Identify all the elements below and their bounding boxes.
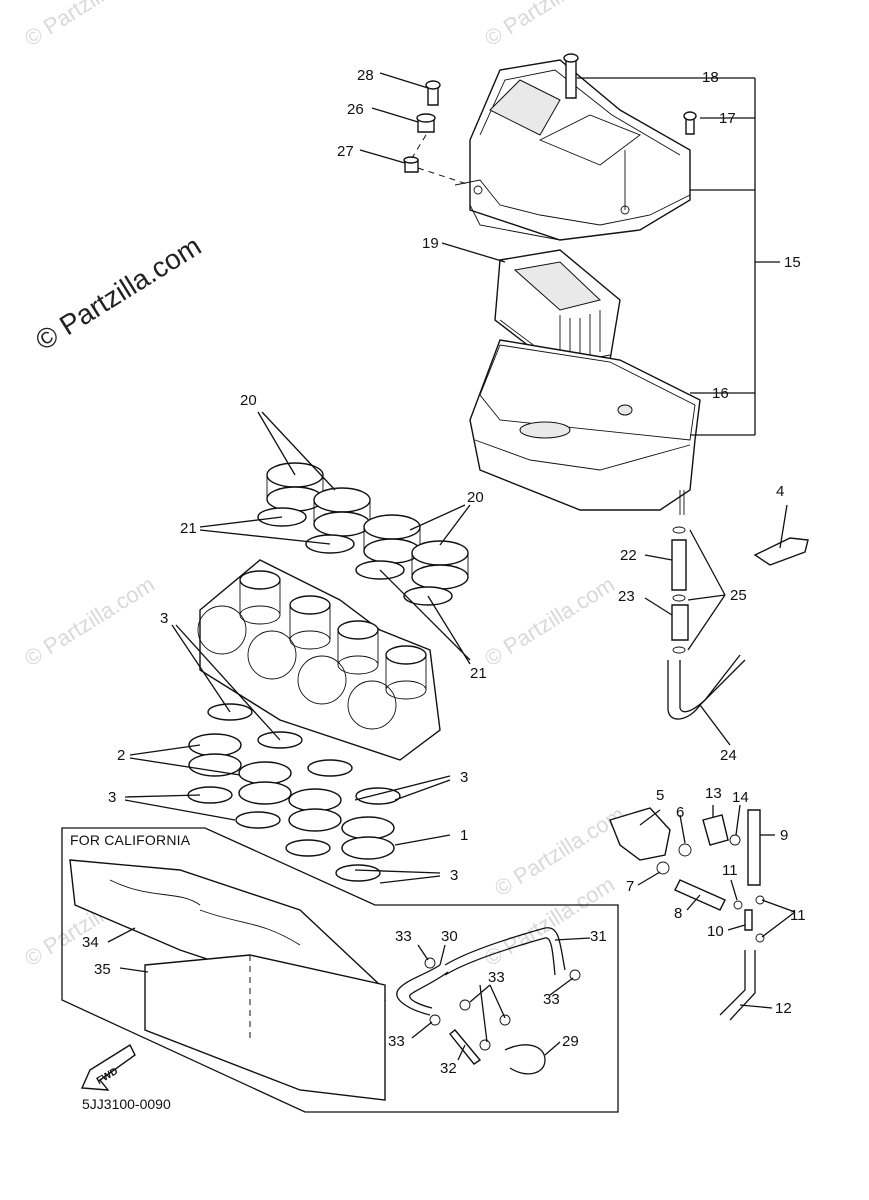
callout-2: 2: [117, 747, 125, 764]
collar-27[interactable]: [403, 156, 419, 173]
callout-32: 32: [440, 1060, 457, 1077]
clamp-33-set[interactable]: [424, 957, 581, 1051]
air-cleaner-case-top[interactable]: [454, 59, 691, 241]
callout-33d: 33: [388, 1033, 405, 1050]
callout-3d: 3: [450, 867, 458, 884]
callout-16: 16: [712, 385, 729, 402]
callout-13: 13: [705, 785, 722, 802]
callout-1: 1: [460, 827, 468, 844]
intake-joint-2-set[interactable]: [188, 733, 395, 860]
callout-3c: 3: [108, 789, 116, 806]
callout-33a: 33: [395, 928, 412, 945]
drain-hose-24[interactable]: [667, 654, 746, 720]
callout-19: 19: [422, 235, 439, 252]
callout-30: 30: [441, 928, 458, 945]
callout-24: 24: [720, 747, 737, 764]
callout-25: 25: [730, 587, 747, 604]
callout-6: 6: [676, 804, 684, 821]
california-label: FOR CALIFORNIA: [70, 832, 191, 848]
drain-plug-23[interactable]: [671, 604, 689, 641]
callout-35: 35: [94, 961, 111, 978]
callout-3a: 3: [160, 610, 168, 627]
callout-17: 17: [719, 110, 736, 127]
bolt-17[interactable]: [683, 111, 697, 135]
hose-31[interactable]: [444, 927, 566, 976]
callout-15: 15: [784, 254, 801, 271]
callout-33c: 33: [543, 991, 560, 1008]
callout-8: 8: [674, 905, 682, 922]
callout-11: 11: [722, 862, 738, 879]
pipe-32[interactable]: [449, 1029, 482, 1065]
hose-12[interactable]: [719, 950, 756, 1021]
drain-hose-22[interactable]: [671, 539, 687, 591]
callout-21: 21: [180, 520, 197, 537]
callout-12: 12: [775, 1000, 792, 1017]
hose-30[interactable]: [396, 964, 449, 1016]
callout-27: 27: [337, 143, 354, 160]
clamp-7[interactable]: [656, 861, 670, 875]
callout-33b: 33: [488, 969, 505, 986]
bolt-18[interactable]: [563, 53, 579, 99]
callout-3b: 3: [460, 769, 468, 786]
callout-4: 4: [776, 483, 784, 500]
fwd-arrow-icon: [80, 1043, 136, 1091]
callout-28: 28: [357, 67, 374, 84]
callout-9: 9: [780, 827, 788, 844]
reference-code: 5JJ3100-0090: [82, 1096, 171, 1112]
callout-labels: 28 26 27 18 17 15 19 16 20 20 21 21 3 2 …: [82, 67, 806, 1087]
valve-5[interactable]: [609, 807, 671, 861]
bracket-4[interactable]: [753, 537, 809, 566]
hose-29[interactable]: [504, 1044, 546, 1075]
callout-20: 20: [240, 392, 257, 409]
callout-20b: 20: [467, 489, 484, 506]
valve-13[interactable]: [702, 814, 729, 846]
joint-10[interactable]: [744, 909, 753, 931]
clip-25-set[interactable]: [672, 526, 686, 654]
leader-lines: [107, 72, 796, 1061]
clamp-6[interactable]: [678, 843, 692, 857]
cover-35[interactable]: [144, 954, 386, 1101]
joint-20-set[interactable]: [266, 462, 469, 590]
callout-18: 18: [702, 69, 719, 86]
callout-29: 29: [562, 1033, 579, 1050]
callout-34: 34: [82, 934, 99, 951]
throttle-body-assembly[interactable]: [197, 559, 441, 761]
california-frame: [61, 827, 619, 1113]
callout-5: 5: [656, 787, 664, 804]
callout-11b: 11: [790, 907, 806, 924]
air-cleaner-case-bottom-16[interactable]: [469, 339, 701, 515]
callout-10: 10: [707, 923, 724, 940]
callout-23: 23: [618, 588, 635, 605]
clip-11-set[interactable]: [733, 895, 765, 943]
screw-28[interactable]: [425, 80, 441, 106]
callout-26: 26: [347, 101, 364, 118]
clip-14[interactable]: [729, 834, 741, 846]
callout-14: 14: [732, 789, 749, 806]
callout-22: 22: [620, 547, 637, 564]
grommet-26[interactable]: [416, 113, 436, 133]
callout-21b: 21: [470, 665, 487, 682]
callout-31: 31: [590, 928, 607, 945]
hose-9[interactable]: [747, 809, 761, 886]
callout-7: 7: [626, 878, 634, 895]
